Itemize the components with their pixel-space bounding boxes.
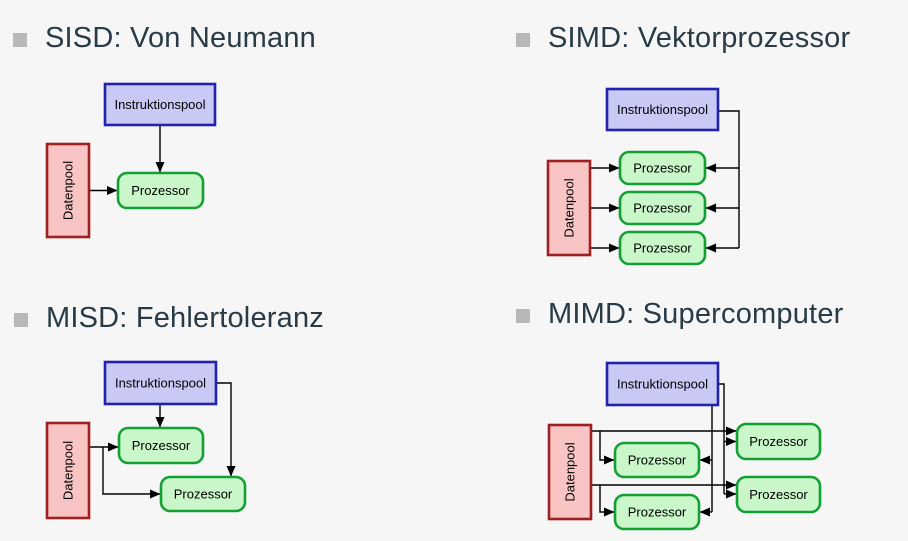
title-sisd: SISD: Von Neumann <box>13 24 316 53</box>
misd-prozessor-1-box <box>117 426 205 465</box>
title-misd-text: MISD: Fehlertoleranz <box>46 302 324 334</box>
sisd-datenpool-label: Datenpool <box>61 161 76 220</box>
simd-prozessor-1-box <box>618 150 707 186</box>
simd-wires <box>590 110 740 253</box>
misd-wires <box>89 382 236 499</box>
diagram-misd: Instruktionspool Datenpool Prozessor Pro… <box>45 360 247 520</box>
misd-prozessor-1-label: Prozessor <box>132 438 191 453</box>
mimd-prozessor-inner-2-label: Prozessor <box>628 505 687 520</box>
title-mimd-text: MIMD: Supercomputer <box>548 298 844 330</box>
bullet-square-icon <box>516 33 530 47</box>
misd-datenpool-box <box>45 421 91 520</box>
misd-prozessor-2-label: Prozessor <box>174 487 233 502</box>
bullet-square-icon <box>516 309 530 323</box>
title-simd: SIMD: Vektorprozessor <box>516 24 850 53</box>
simd-prozessor-2-label: Prozessor <box>633 201 692 216</box>
sisd-prozessor-label: Prozessor <box>131 183 190 198</box>
simd-instruktionspool-box <box>605 87 720 132</box>
simd-datenpool-label: Datenpool <box>562 178 577 237</box>
misd-prozessor-2-box <box>159 475 247 513</box>
diagram-sisd: Instruktionspool Datenpool Prozessor <box>45 82 217 239</box>
sisd-prozessor-box <box>116 171 205 210</box>
mimd-prozessor-right-1-box <box>735 422 822 461</box>
simd-prozessor-3-label: Prozessor <box>633 241 692 256</box>
mimd-prozessor-right-2-label: Prozessor <box>749 487 808 502</box>
simd-prozessor-1-label: Prozessor <box>633 161 692 176</box>
mimd-prozessor-right-2-box <box>735 475 822 514</box>
bullet-square-icon <box>14 313 28 327</box>
simd-instruktionspool-label: Instruktionspool <box>617 102 708 117</box>
simd-datenpool-box <box>546 159 592 257</box>
mimd-instruktionspool-box <box>605 361 720 407</box>
mimd-datenpool-label: Datenpool <box>563 442 578 501</box>
sisd-datenpool-box <box>45 142 91 239</box>
simd-prozessor-3-box <box>618 230 707 266</box>
misd-instruktionspool-label: Instruktionspool <box>115 376 206 391</box>
misd-instruktionspool-box <box>103 360 218 406</box>
misd-datenpool-label: Datenpool <box>61 441 76 500</box>
mimd-datenpool-box <box>547 423 593 521</box>
mimd-wires <box>591 383 737 517</box>
diagram-simd: Instruktionspool Datenpool Prozessor Pro… <box>546 87 740 266</box>
title-misd: MISD: Fehlertoleranz <box>14 304 324 333</box>
mimd-prozessor-right-1-label: Prozessor <box>749 434 808 449</box>
mimd-prozessor-inner-1-label: Prozessor <box>628 453 687 468</box>
sisd-instruktionspool-box <box>103 82 217 127</box>
mimd-prozessor-inner-1-box <box>613 441 701 479</box>
diagram-mimd: Instruktionspool Datenpool Prozessor Pro… <box>547 361 822 531</box>
simd-prozessor-2-box <box>618 190 707 226</box>
bullet-square-icon <box>13 33 27 47</box>
mimd-prozessor-inner-2-box <box>613 493 701 531</box>
title-mimd: MIMD: Supercomputer <box>516 300 844 329</box>
title-simd-text: SIMD: Vektorprozessor <box>548 22 851 54</box>
sisd-wires <box>89 125 165 195</box>
title-sisd-text: SISD: Von Neumann <box>45 22 316 54</box>
mimd-instruktionspool-label: Instruktionspool <box>617 377 708 392</box>
sisd-instruktionspool-label: Instruktionspool <box>114 97 205 112</box>
